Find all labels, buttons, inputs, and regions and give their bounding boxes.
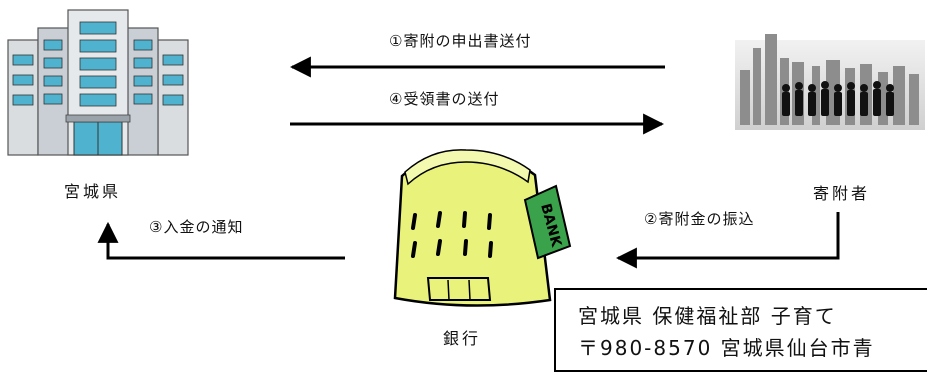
step2-label: ②寄附金の振込 xyxy=(644,210,755,228)
step1-label: ①寄附の申出書送付 xyxy=(389,32,532,50)
bank-building-icon xyxy=(393,149,572,307)
contact-department: 宮城県 保健福祉部 子育て xyxy=(578,304,837,328)
donor-label: 寄附者 xyxy=(813,184,871,203)
contact-address: 〒980-8570 宮城県仙台市青 xyxy=(578,336,875,360)
step3-label: ③入金の通知 xyxy=(149,218,244,236)
arrow-step2 xyxy=(615,212,840,269)
donor-people-icon xyxy=(735,34,925,130)
step4-label: ④受領書の送付 xyxy=(389,90,500,108)
flow-diagram: BANK xyxy=(7,9,925,307)
prefecture-label: 宮城県 xyxy=(64,182,122,201)
arrow-step3 xyxy=(97,221,345,260)
prefecture-building-icon xyxy=(7,9,189,156)
bank-label: 銀行 xyxy=(443,329,482,348)
contact-address-box: 宮城県 保健福祉部 子育て 〒980-8570 宮城県仙台市青 xyxy=(554,288,927,372)
